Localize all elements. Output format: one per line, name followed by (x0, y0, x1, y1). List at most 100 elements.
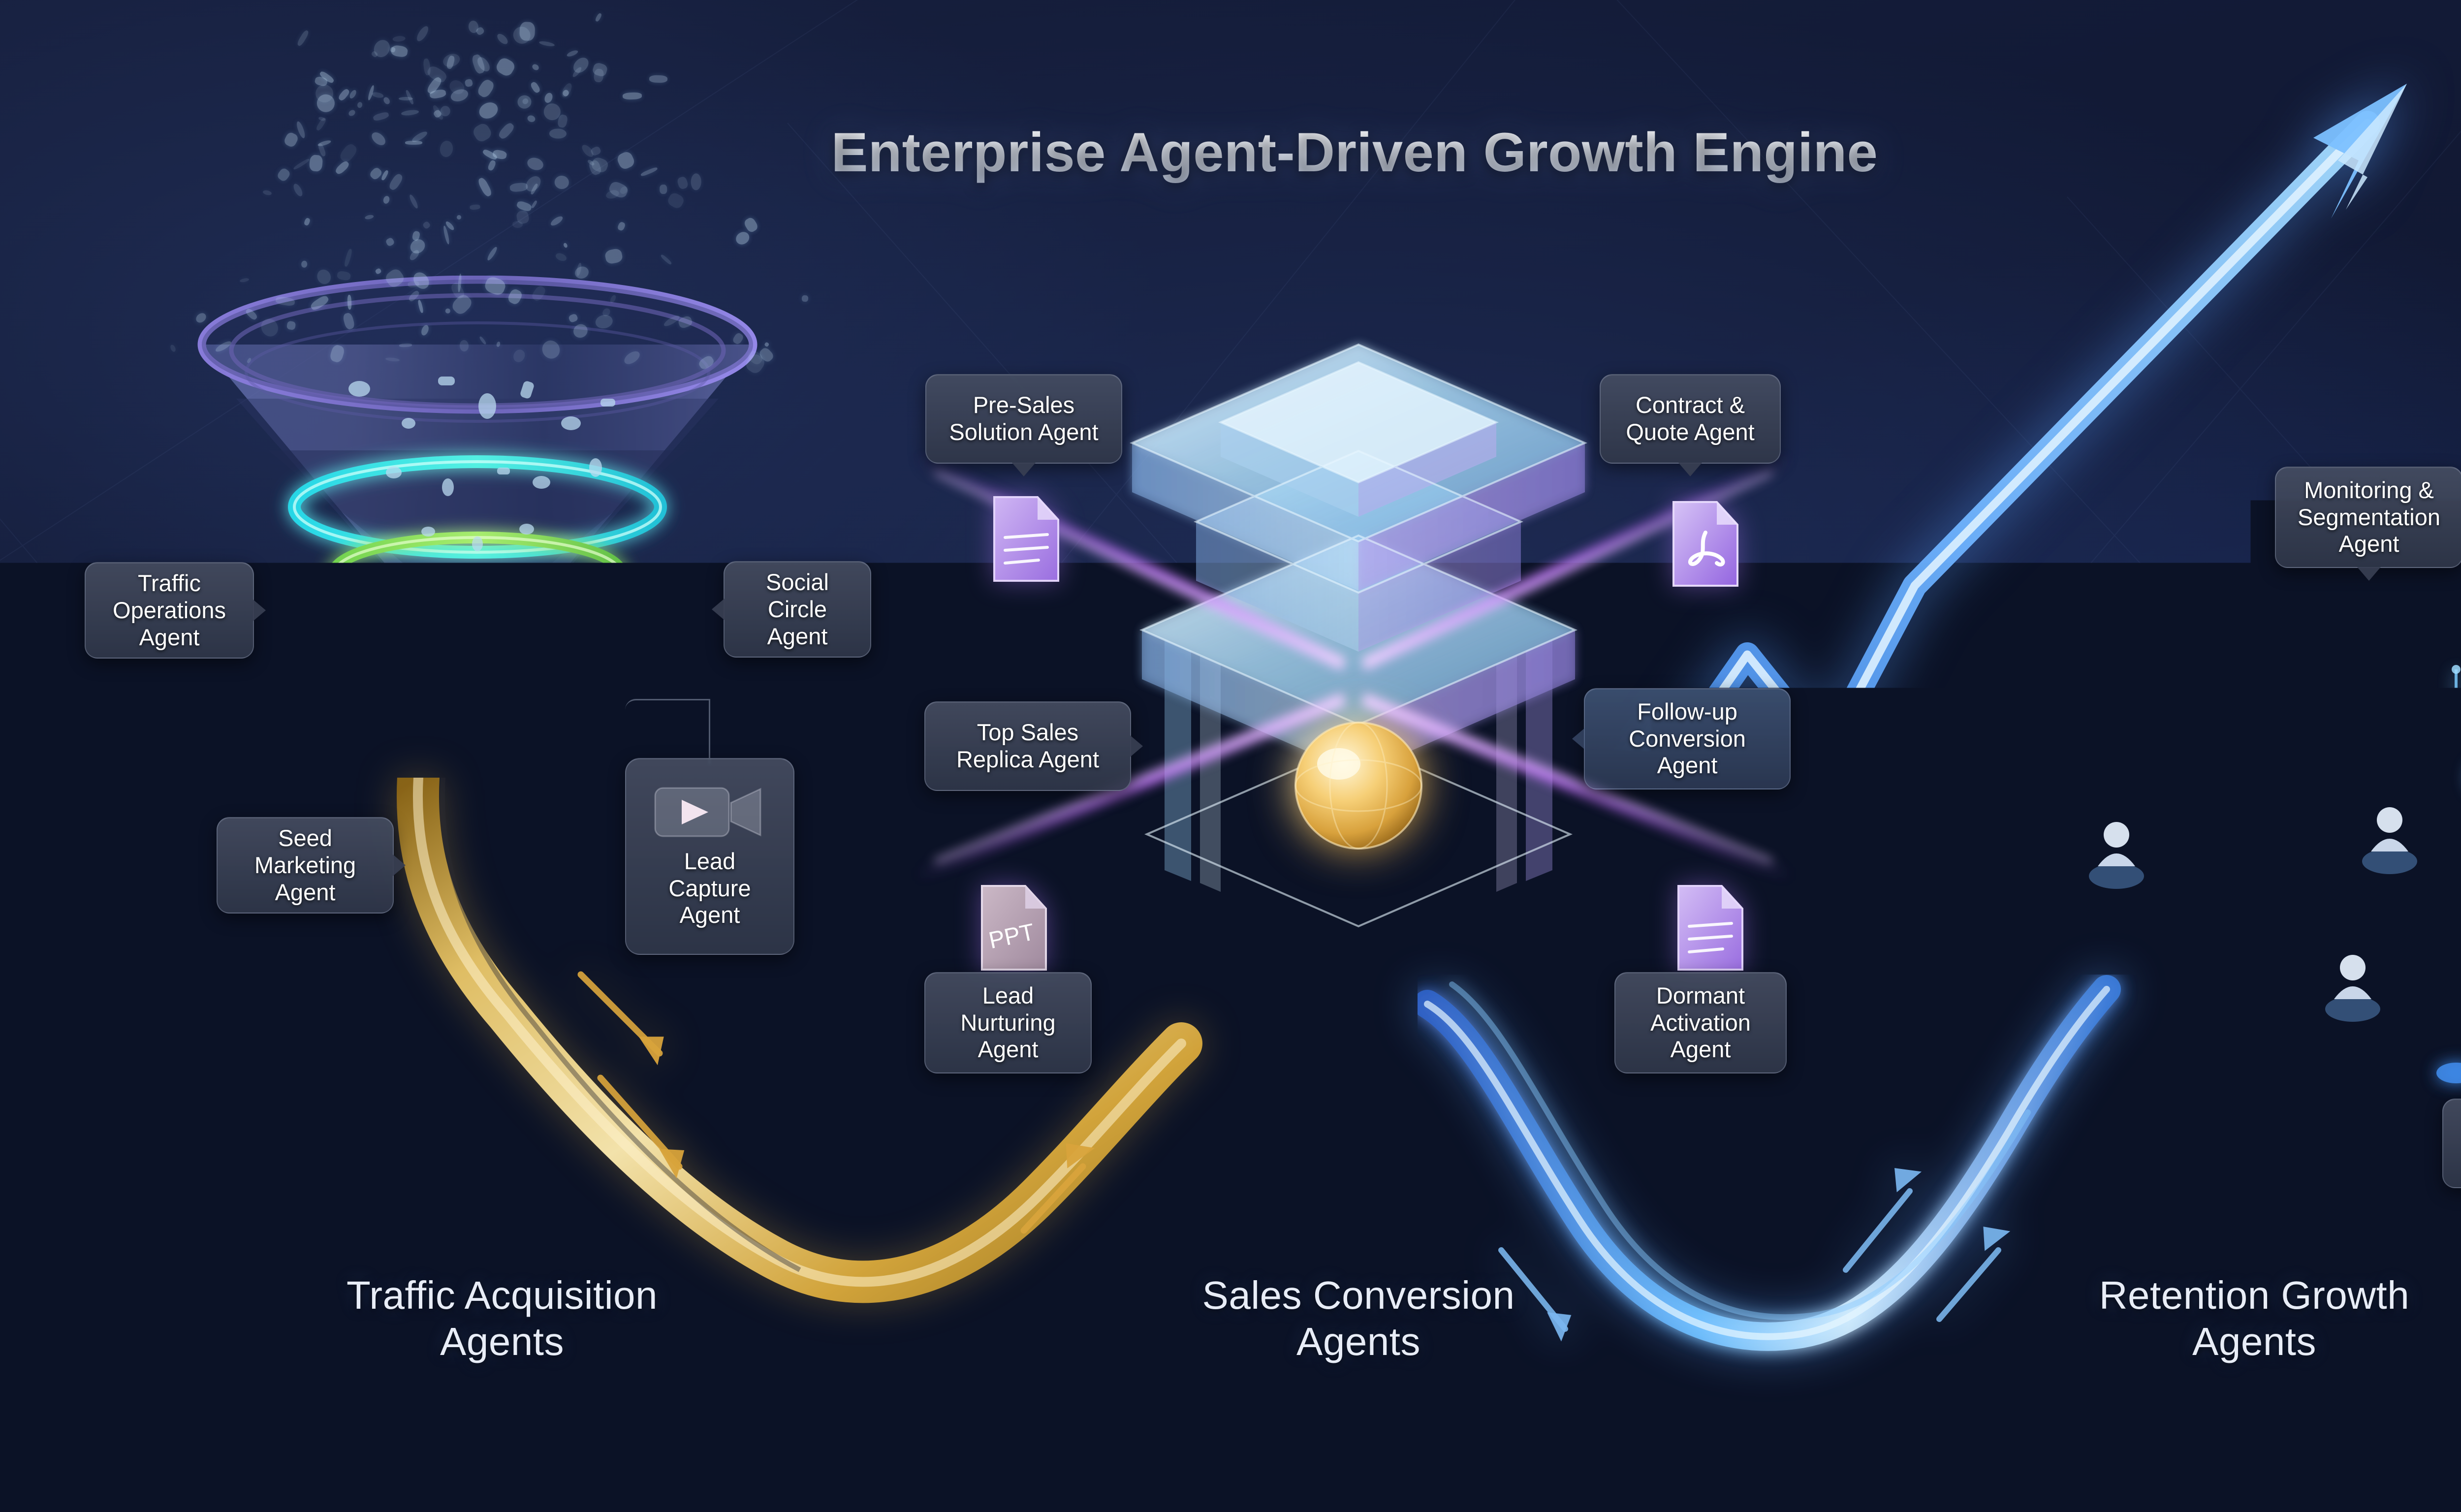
inflow-particle (371, 91, 383, 98)
agent-chip-pre-sales-solution[interactable]: Pre-Sales Solution Agent (925, 374, 1122, 464)
agent-label: Top Sales Replica Agent (956, 719, 1099, 773)
inflow-particle (476, 77, 496, 99)
inflow-particle (666, 191, 685, 210)
section-title-sales-conversion: Sales Conversion Agents (1063, 1272, 1654, 1365)
callout-tail (712, 598, 725, 620)
agent-label: Traffic Operations Agent (113, 570, 226, 651)
inflow-particle (743, 216, 759, 233)
inflow-particle (423, 58, 431, 76)
inflow-particle (530, 81, 541, 94)
inflow-particle (486, 246, 499, 261)
inflow-particle (691, 173, 701, 190)
agent-chip-social-circle[interactable]: Social Circle Agent (724, 561, 871, 658)
page-title: Enterprise Agent-Driven Growth Engine (0, 121, 2461, 184)
agent-chip-top-sales-replica[interactable]: Top Sales Replica Agent (924, 701, 1131, 791)
inflow-particle (382, 195, 390, 204)
inflow-particle (365, 215, 375, 220)
agent-label: Follow-up Conversion Agent (1629, 698, 1746, 780)
agent-chip-dormant-activation[interactable]: Dormant Activation Agent (1614, 972, 1787, 1073)
document-icon (1673, 881, 1747, 975)
agent-chip-lead-capture[interactable]: Lead Capture Agent (625, 758, 794, 955)
gold-flow-ribbon (384, 778, 1349, 1349)
callout-tail (253, 599, 266, 621)
inflow-particle (415, 24, 431, 43)
inflow-particle (301, 260, 308, 268)
agent-chip-contract-quote[interactable]: Contract & Quote Agent (1600, 374, 1781, 464)
inflow-particle (405, 141, 422, 145)
callout-tail (2357, 567, 2381, 581)
inflow-particle (549, 215, 564, 227)
inflow-particle (539, 40, 555, 47)
callout-tail (1012, 463, 1036, 476)
inflow-particle (373, 111, 390, 121)
inflow-particle (566, 49, 579, 58)
inflow-particle (649, 75, 667, 83)
ppt-file-icon: PPT (977, 881, 1051, 975)
section-title-traffic-acquisition: Traffic Acquisition Agents (207, 1272, 797, 1365)
callout-tail (1130, 735, 1143, 757)
inflow-particle (494, 56, 516, 78)
inflow-particle (337, 88, 350, 101)
inflow-particle (347, 295, 351, 310)
inflow-particle (496, 32, 510, 46)
inflow-particle (531, 200, 538, 209)
agent-label: Contract & Quote Agent (1626, 392, 1754, 446)
agent-label: Social Circle Agent (766, 569, 829, 650)
agent-chip-followup-conversion[interactable]: Follow-up Conversion Agent (1584, 688, 1791, 789)
inflow-particle (509, 182, 528, 192)
inflow-particle (375, 268, 382, 275)
document-icon (989, 492, 1063, 586)
inflow-particle (382, 96, 391, 105)
inflow-particle (169, 344, 177, 353)
inflow-particle (348, 89, 358, 100)
inflow-particle (385, 237, 395, 247)
callout-tail (1572, 728, 1585, 750)
inflow-particle (391, 45, 409, 58)
callout-tail (1678, 463, 1702, 476)
inflow-particle (456, 215, 462, 220)
inflow-particle (296, 29, 310, 47)
inflow-particle (531, 63, 540, 71)
inflow-particle (617, 221, 627, 231)
agent-chip-lead-nurturing[interactable]: Lead Nurturing Agent (924, 972, 1092, 1073)
inflow-particle (445, 309, 450, 314)
inflow-particle (347, 109, 356, 117)
pdf-file-icon (1669, 497, 1742, 591)
inflow-particle (604, 248, 624, 265)
agent-chip-seed-marketing[interactable]: Seed Marketing Agent (217, 817, 394, 914)
inflow-particle (409, 249, 421, 262)
inflow-particle (734, 230, 752, 247)
agent-label: Dormant Activation Agent (1650, 982, 1751, 1064)
inflow-particle (408, 281, 419, 287)
inflow-particle (471, 54, 486, 75)
agent-label: Monitoring & Segmentation Agent (2298, 477, 2440, 558)
inflow-particle (476, 99, 501, 122)
agent-label: Lead Capture Agent (668, 848, 751, 929)
inflow-particle (623, 92, 642, 99)
video-camera-icon (653, 783, 766, 841)
inflow-particle (465, 78, 473, 87)
inflow-particle (660, 185, 667, 194)
inflow-particle (292, 183, 304, 198)
callout-tail (393, 854, 406, 876)
inflow-particle (549, 128, 567, 139)
inflow-particle (555, 252, 568, 262)
agent-chip-monitoring-segmentation[interactable]: Monitoring & Segmentation Agent (2275, 467, 2461, 568)
inflow-particle (262, 189, 272, 195)
inflow-particle (442, 52, 462, 69)
inflow-particle (392, 35, 406, 42)
inflow-particle (563, 242, 568, 248)
agent-label: Lead Nurturing Agent (960, 982, 1055, 1064)
inflow-particle (543, 92, 554, 104)
agent-chip-traffic-operations[interactable]: Traffic Operations Agent (85, 562, 254, 659)
inflow-particle (422, 220, 432, 230)
inflow-particle (408, 194, 419, 209)
inflow-particle (802, 295, 809, 302)
inflow-particle (512, 220, 523, 228)
agent-label: Pre-Sales Solution Agent (949, 392, 1098, 446)
agent-chip-delivery[interactable]: Delivery Agent (2442, 1099, 2461, 1188)
inflow-particle (595, 12, 602, 22)
inflow-particle (470, 204, 480, 210)
agent-label: Seed Marketing Agent (254, 825, 356, 906)
